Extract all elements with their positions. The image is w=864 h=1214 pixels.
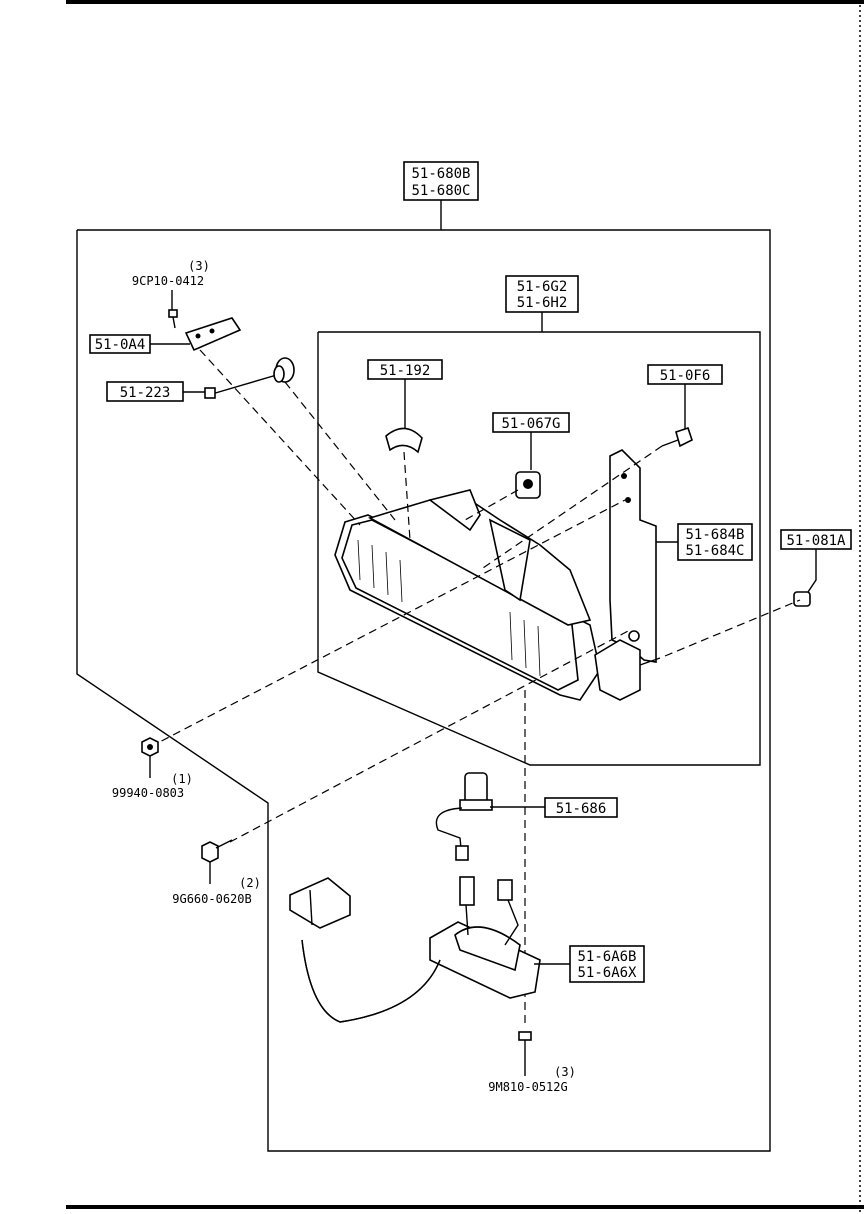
bolt-top-code: 51-0F6 xyxy=(660,368,711,384)
lamp-unit-boundary xyxy=(317,331,761,766)
nut-clip-code: 51-067G xyxy=(501,416,560,432)
side-nut-icon xyxy=(793,591,811,607)
bracket-plate-label[interactable]: 51-0A4 xyxy=(89,334,151,354)
mount-bracket-icon xyxy=(609,449,657,663)
bolt-code[interactable]: 9G660-0620B xyxy=(172,892,251,906)
assembly-code-2: 51-680C xyxy=(411,183,470,199)
screw-bottom-icon xyxy=(518,1031,532,1052)
screw-top-qty: (3) xyxy=(188,259,210,273)
assembly-code-1: 51-680B xyxy=(411,166,470,182)
screw-bottom-qty: (3) xyxy=(554,1065,576,1079)
bolt-top-icon xyxy=(661,426,693,448)
assembly-label[interactable]: 51-680B 51-680C xyxy=(403,161,479,201)
socket-harness-code-1: 51-6A6B xyxy=(577,949,636,965)
bolt-qty: (2) xyxy=(239,876,261,890)
adjust-screw-icon xyxy=(204,357,295,399)
mount-bracket-code-2: 51-684C xyxy=(685,543,744,559)
side-nut-leader xyxy=(807,549,817,593)
bulb-label[interactable]: 51-686 xyxy=(544,797,618,818)
socket-harness-code-2: 51-6A6X xyxy=(577,965,637,981)
assembly-dashes xyxy=(149,349,801,1025)
bulb-icon xyxy=(435,772,493,861)
clip-code: 51-192 xyxy=(380,363,431,379)
assembly-boundary xyxy=(76,229,771,1152)
screw-top-icon xyxy=(168,309,178,329)
bracket-plate-code: 51-0A4 xyxy=(95,337,146,353)
lamp-unit-code-1: 51-6G2 xyxy=(517,279,568,295)
nut-code[interactable]: 99940-0803 xyxy=(112,786,184,800)
side-nut-label[interactable]: 51-081A xyxy=(780,529,852,550)
nut-qty: (1) xyxy=(171,772,193,786)
bulb-code: 51-686 xyxy=(556,801,607,817)
bolt-top-label[interactable]: 51-0F6 xyxy=(647,364,723,385)
socket-harness-label[interactable]: 51-6A6B 51-6A6X xyxy=(569,945,645,983)
bolt-icon xyxy=(201,839,233,863)
clip-label[interactable]: 51-192 xyxy=(367,359,443,380)
adjust-screw-label[interactable]: 51-223 xyxy=(106,381,184,402)
screw-bottom-code[interactable]: 9M810-0512G xyxy=(488,1080,567,1094)
socket-harness-icon xyxy=(289,876,541,1023)
screw-top-code[interactable]: 9CP10-0412 xyxy=(132,274,204,288)
nut-clip-label[interactable]: 51-067G xyxy=(492,412,570,433)
lamp-unit-label[interactable]: 51-6G2 51-6H2 xyxy=(505,275,579,313)
mount-bracket-label[interactable]: 51-684B 51-684C xyxy=(677,523,753,561)
bracket-plate-icon xyxy=(184,317,242,352)
side-nut-code: 51-081A xyxy=(786,533,846,549)
clip-icon xyxy=(385,427,423,454)
lamp-unit-code-2: 51-6H2 xyxy=(517,295,568,311)
nut-icon xyxy=(141,737,159,757)
nut-clip-icon xyxy=(515,471,541,499)
fog-lamp-body xyxy=(334,489,661,701)
adjust-screw-code: 51-223 xyxy=(120,385,171,401)
mount-bracket-code-1: 51-684B xyxy=(685,527,744,543)
